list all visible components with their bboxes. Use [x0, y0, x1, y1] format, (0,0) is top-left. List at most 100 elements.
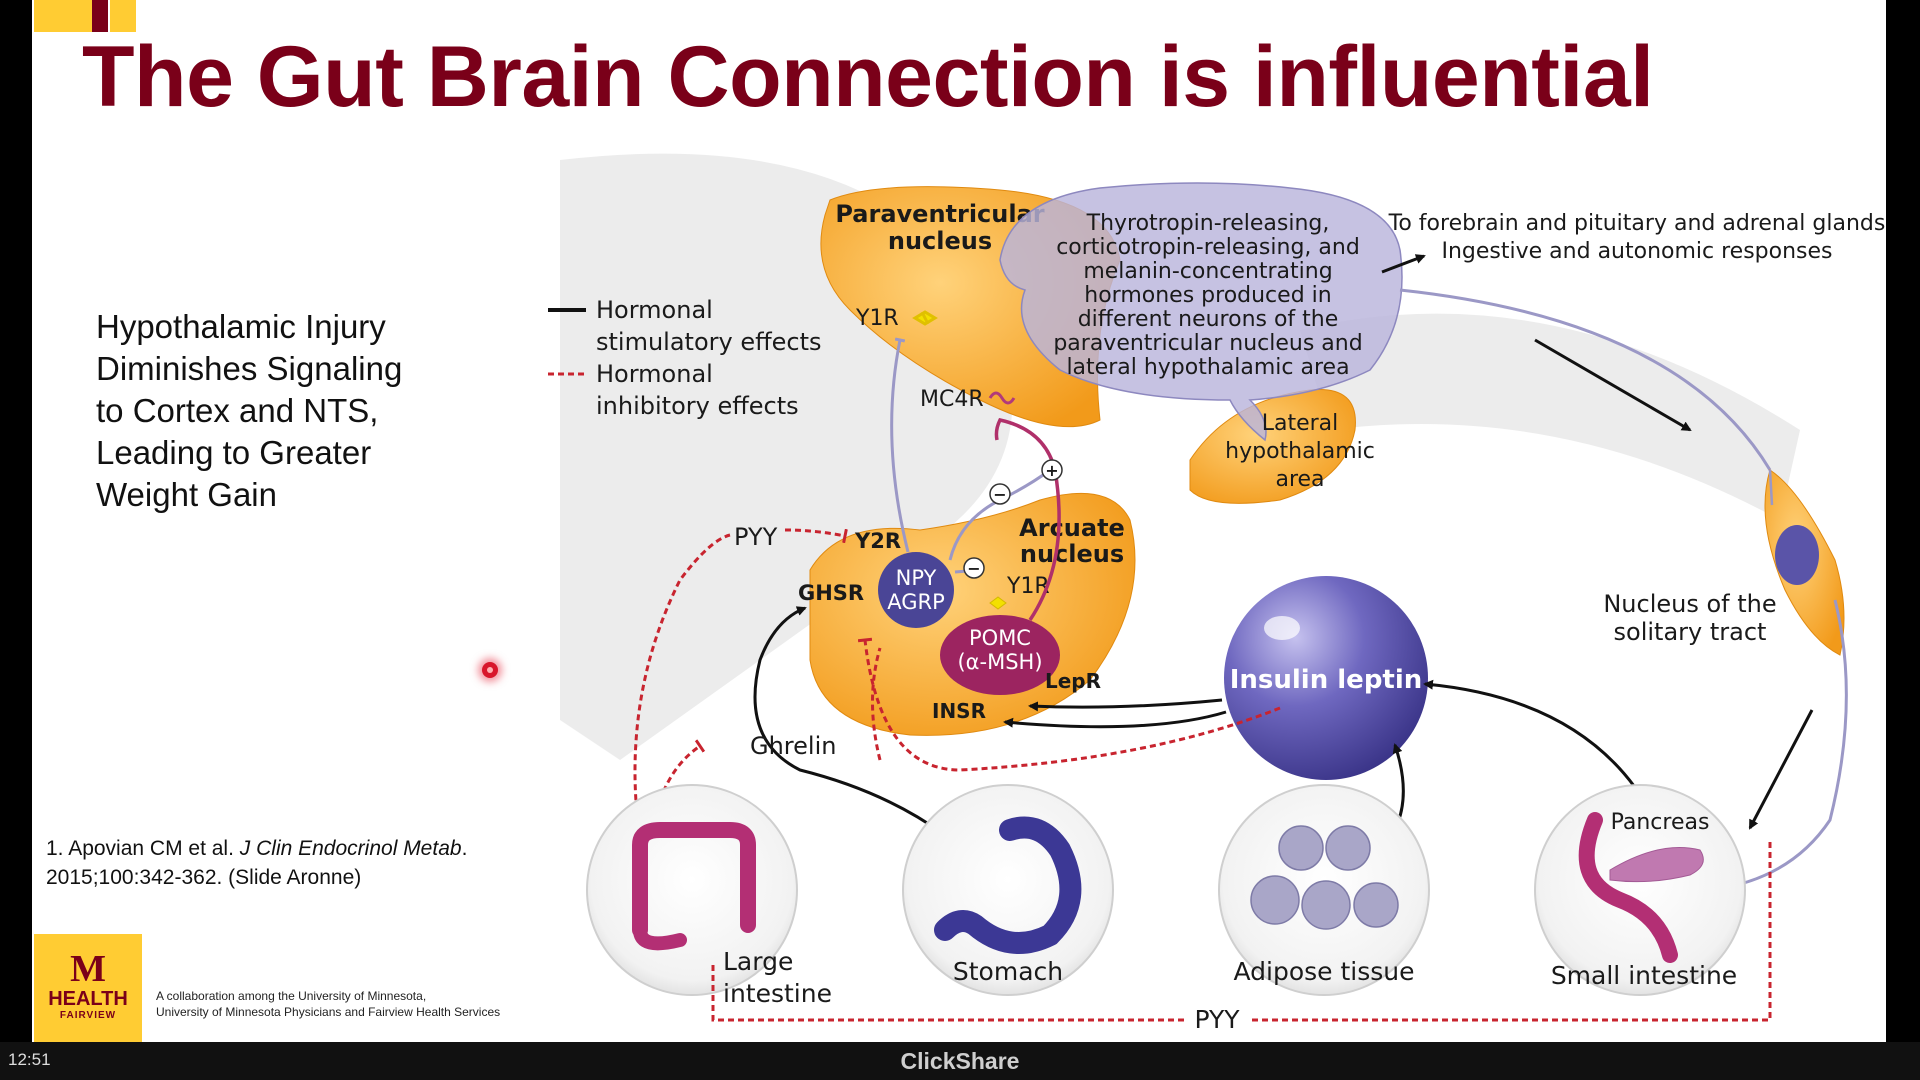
insulin-to-insr-arrow [1003, 710, 1227, 729]
y2r-label: Y2R [854, 529, 901, 553]
ghrelin-inhibitory-path [648, 739, 706, 871]
clickshare-brand: ClickShare [900, 1048, 1020, 1074]
screen-status-bar: 12:51 ClickShare [0, 1042, 1920, 1080]
citation: 1. Apovian CM et al. J Clin Endocrinol M… [46, 834, 566, 892]
pyy-bottom-path-right [1252, 842, 1772, 1022]
collab-line1: A collaboration among the University of … [156, 989, 427, 1003]
legend: Hormonal stimulatory effects Hormonal in… [548, 296, 822, 420]
sphere-highlight [1264, 616, 1300, 640]
accent-maroon-bar [92, 0, 108, 32]
insr-label: INSR [932, 699, 986, 723]
npy-label: NPY [896, 566, 937, 590]
legend-stim-1: Hormonal [596, 296, 713, 324]
agrp-label: AGRP [887, 590, 945, 614]
mc4r-receptor-icon [988, 391, 1016, 405]
arcuate-label-2: nucleus [1020, 540, 1124, 568]
arcuate-nucleus [809, 492, 1136, 736]
lha-label-3: area [1275, 467, 1324, 492]
pvn-label-2: nucleus [888, 227, 992, 255]
nts-label-2: solitary tract [1614, 618, 1767, 646]
logo-m: M [70, 948, 106, 990]
slide-title: The Gut Brain Connection is influential [82, 29, 1654, 125]
pyy-large-intestine-path [633, 533, 731, 841]
small-intestine-icon [1578, 812, 1678, 963]
plus-label: + [1045, 461, 1058, 480]
accent-gold-bar [34, 0, 100, 32]
minus-sign-icon [989, 483, 1011, 505]
hormones-line-3: melanin-concentrating [1083, 259, 1332, 284]
pvn-label-1: Paraventricular [835, 200, 1044, 228]
npy-to-y1r-path [890, 337, 910, 553]
pancreas-icon [1609, 847, 1704, 883]
accent-gold-bar-2 [110, 0, 136, 32]
ghsr-label: GHSR [798, 581, 864, 605]
laser-pointer-dot [482, 662, 498, 678]
hormones-line-2: corticotropin-releasing, and [1056, 235, 1360, 260]
collab-line2: University of Minnesota Physicians and F… [156, 1005, 501, 1019]
y1r-receptor-icon [912, 310, 938, 326]
side-text: Hypothalamic Injury Diminishes Signaling… [96, 308, 403, 513]
hormones-line-4: hormones produced in [1084, 283, 1331, 308]
forebrain-label-1: To forebrain and pituitary and adrenal g… [1388, 211, 1886, 236]
logo-fairview: FAIRVIEW [59, 1010, 117, 1021]
arcuate-label-1: Arcuate [1019, 514, 1125, 542]
ghrelin-label: Ghrelin [750, 732, 836, 760]
y1r-arc-receptor-icon [989, 596, 1007, 610]
pancreas-label: Pancreas [1611, 810, 1710, 835]
citation-journal: J Clin Endocrinol Metab [239, 837, 462, 860]
large-intestine-label-2: intestine [723, 979, 832, 1008]
slide: The Gut Brain Connection is influential … [32, 0, 1886, 1042]
hormones-text: Thyrotropin-releasing, corticotropin-rel… [1053, 211, 1362, 380]
collaboration-note: A collaboration among the University of … [156, 988, 500, 1020]
y1r-pvn-label: Y1R [855, 306, 899, 331]
large-intestine-label-1: Large [723, 947, 793, 976]
legend-stim-2: stimulatory effects [596, 328, 822, 356]
npy-agrp-neuron [878, 552, 954, 628]
forebrain-label-2: Ingestive and autonomic responses [1442, 239, 1833, 264]
pyy-bottom-label: PYY [1194, 1005, 1240, 1034]
amsh-label: (α-MSH) [957, 650, 1042, 674]
mc4r-label: MC4R [920, 387, 984, 412]
stomach-icon [934, 816, 1082, 954]
legend-inhib-2: inhibitory effects [596, 392, 799, 420]
hormones-line-1: Thyrotropin-releasing, [1086, 211, 1330, 236]
clock: 12:51 [8, 1050, 51, 1069]
hormones-line-6: paraventricular nucleus and [1053, 331, 1362, 356]
insulin-leptin-label: Insulin leptin [1230, 665, 1423, 695]
health-fairview-logo: M HEALTH FAIRVIEW [34, 934, 142, 1042]
adipose-label: Adipose tissue [1233, 957, 1414, 986]
nts-label-1: Nucleus of the [1603, 590, 1776, 618]
leptin-to-lepr-arrow [1028, 698, 1223, 712]
logo-health: HEALTH [48, 988, 128, 1010]
citation-suffix: . [461, 837, 468, 860]
hormones-bubble [999, 182, 1403, 442]
lepr-label: LepR [1045, 669, 1101, 693]
minus-label: − [993, 485, 1006, 504]
nts-neuron [1707, 469, 1848, 896]
minus-2-label: − [967, 559, 980, 578]
small-intestine-label: Small intestine [1551, 961, 1737, 990]
pyy-to-y2r-path [784, 528, 848, 544]
forebrain-arrow [1381, 254, 1426, 274]
citation-prefix: 1. Apovian CM et al. [46, 837, 240, 860]
pomc-label: POMC [969, 626, 1031, 650]
pvn-to-nts-path [1399, 288, 1772, 471]
hormones-line-7: lateral hypothalamic area [1066, 355, 1349, 380]
nts-downward-arrow [1748, 709, 1814, 830]
hormones-line-5: different neurons of the [1078, 307, 1339, 332]
pyy-bottom-path-left [711, 965, 1185, 1022]
adipose-cells-icon [1250, 825, 1399, 930]
large-intestine-icon [632, 822, 756, 938]
minus-sign-2-icon [963, 557, 985, 579]
lha-label-2: hypothalamic [1225, 439, 1375, 464]
lha-label-1: Lateral [1262, 411, 1339, 436]
insulin-inhibitory-path-2 [871, 647, 882, 761]
plus-sign-icon [1041, 459, 1063, 481]
legend-inhib-1: Hormonal [596, 360, 713, 388]
stomach-label: Stomach [953, 957, 1063, 986]
gut-brain-diagram: Hormonal stimulatory effects Hormonal in… [548, 153, 1886, 1034]
insulin-inhibitory-path [857, 637, 1281, 772]
ghrelin-path [753, 606, 992, 877]
pomc-to-mc4r-path [994, 417, 1061, 621]
citation-line2: 2015;100:342-362. (Slide Aronne) [46, 866, 362, 889]
